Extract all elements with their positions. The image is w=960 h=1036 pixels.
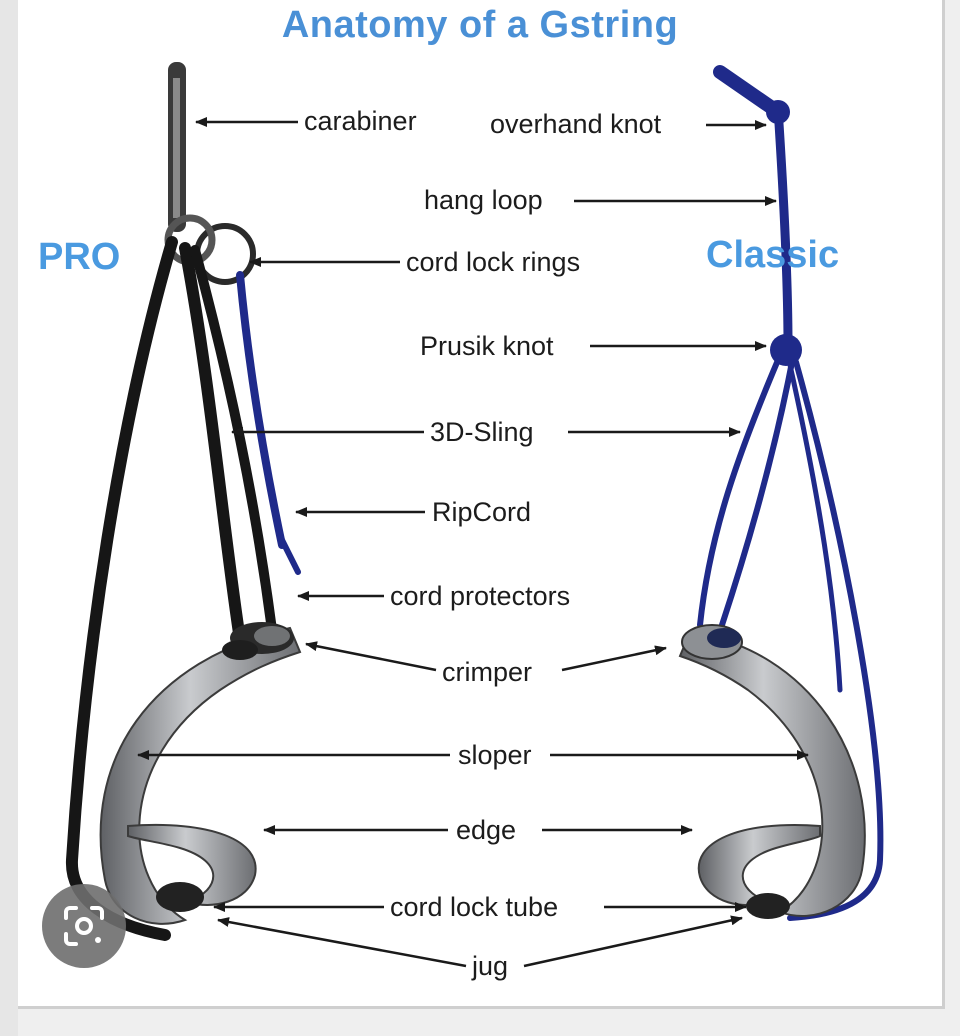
pro-carabiner: [168, 62, 186, 232]
classic-metal-body: [678, 624, 866, 919]
label-carabiner: carabiner: [304, 106, 417, 136]
pro-label: PRO: [38, 236, 121, 278]
label-crimper: crimper: [442, 657, 533, 687]
label-3d-sling: 3D-Sling: [430, 417, 534, 447]
leader-lines: [137, 117, 809, 968]
diagram-title: Anatomy of a Gstring: [281, 4, 679, 46]
label-cord-lock-rings: cord lock rings: [406, 247, 581, 277]
label-jug: jug: [472, 951, 509, 981]
left-margin-strip: [0, 0, 18, 1036]
label-cord-lock-tube: cord lock tube: [390, 892, 559, 922]
pro-ripcord: [236, 271, 301, 575]
classic-cord: [697, 65, 884, 921]
label-sloper: sloper: [458, 740, 532, 770]
pro-metal-body: [99, 622, 302, 925]
visual-search-lens-icon: [64, 906, 104, 946]
label-edge: edge: [456, 815, 517, 845]
label-cord-protectors: cord protectors: [390, 581, 571, 611]
label-ripcord: RipCord: [432, 497, 532, 527]
visual-search-lens-button[interactable]: [42, 884, 126, 968]
classic-label: Classic: [706, 234, 840, 276]
label-hang-loop: hang loop: [424, 185, 543, 215]
label-prusik-knot: Prusik knot: [420, 331, 554, 361]
label-overhand-knot: overhand knot: [490, 109, 662, 139]
